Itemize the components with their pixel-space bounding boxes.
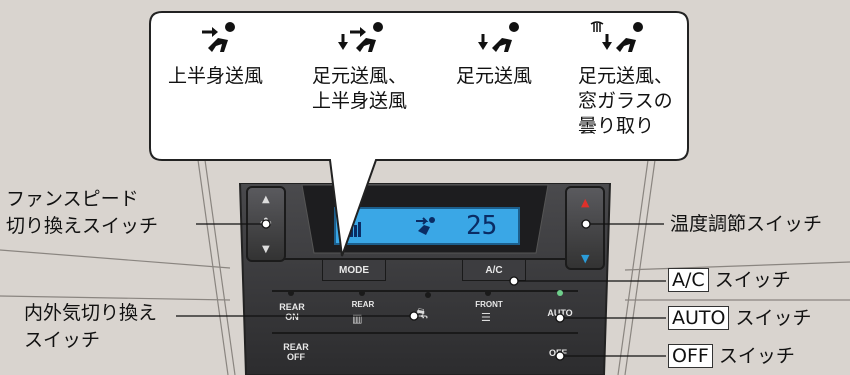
lcd-vent-mode-icon — [414, 215, 438, 239]
floor-defrost-vent-icon — [590, 20, 646, 56]
temperature-switch-label: 温度調節スイッチ — [670, 213, 823, 235]
ac-switch-label-box: A/C — [668, 268, 709, 292]
off-switch-label-box: OFF — [668, 344, 713, 368]
temp-down-arrow-icon: ▼ — [581, 252, 590, 265]
rear-on-button[interactable]: REAR ON — [272, 286, 312, 330]
lcd-temperature: 25 — [466, 211, 498, 241]
recirculation-switch-label: 内外気切り換え スイッチ — [24, 302, 158, 351]
floor-vent-icon — [478, 20, 522, 56]
off-switch-label: OFF スイッチ — [668, 343, 795, 369]
auto-switch-label-suffix: スイッチ — [729, 307, 812, 329]
temperature-switch[interactable]: ▲ ▼ — [565, 186, 605, 270]
front-indicator-led — [485, 290, 491, 296]
rear-on-indicator-led — [288, 290, 294, 296]
rear-defrost-button[interactable]: REAR ▥ — [340, 288, 386, 330]
temp-up-arrow-icon: ▲ — [581, 196, 590, 209]
rear-indicator-led — [359, 290, 365, 296]
recirc-indicator-led — [425, 292, 431, 298]
mode-button-label: MODE — [339, 265, 369, 276]
auto-indicator-led — [557, 290, 563, 296]
rear-defrost-icon: ▥ — [352, 312, 363, 325]
fan-up-arrow-icon: ▲ — [262, 194, 270, 205]
mode-button[interactable]: MODE — [322, 259, 386, 281]
rear-on-label: REAR ON — [279, 302, 305, 322]
off-switch-label-suffix: スイッチ — [712, 345, 795, 367]
fan-speed-switch-label: ファンスピード 切り換えスイッチ — [6, 188, 159, 237]
front-defrost-button[interactable]: FRONT ☰ — [466, 288, 512, 330]
mode-face-label: 上半身送風 — [168, 65, 264, 87]
auto-button[interactable]: AUTO — [540, 286, 580, 330]
recirculation-car-icon: ⛐ — [416, 306, 429, 322]
face-vent-icon — [198, 20, 238, 56]
rear-button-label: REAR — [351, 300, 375, 309]
front-defrost-icon: ☰ — [481, 311, 491, 324]
mode-floor-defrost-label: 足元送風、 窓ガラスの 曇り取り — [578, 65, 674, 137]
rear-off-button[interactable]: REAR OFF — [276, 338, 316, 372]
bilevel-vent-icon — [338, 20, 386, 56]
ac-button[interactable]: A/C — [462, 259, 526, 281]
ac-button-label: A/C — [485, 265, 503, 276]
rear-off-label: REAR OFF — [283, 342, 309, 362]
fan-down-arrow-icon: ▼ — [262, 244, 270, 255]
auto-switch-label: AUTO スイッチ — [668, 305, 812, 331]
recirculation-button[interactable]: ⛐ — [402, 288, 454, 330]
auto-button-label: AUTO — [547, 308, 573, 318]
mode-floor-label: 足元送風 — [456, 65, 533, 87]
auto-switch-label-box: AUTO — [668, 306, 730, 330]
ac-switch-label: A/C スイッチ — [668, 267, 791, 293]
ac-switch-label-suffix: スイッチ — [708, 269, 791, 291]
mode-bilevel-label: 足元送風、 上半身送風 — [312, 65, 408, 112]
front-button-label: FRONT — [475, 300, 503, 309]
